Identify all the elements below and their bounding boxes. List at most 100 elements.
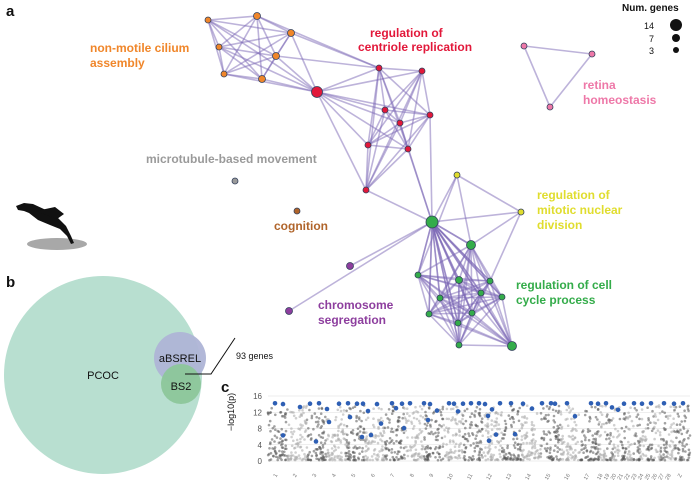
- manhattan-point: [374, 457, 378, 460]
- manhattan-point: [616, 451, 620, 455]
- manhattan-point: [387, 408, 391, 411]
- manhattan-point: [503, 433, 507, 436]
- manhattan-point: [533, 456, 536, 460]
- manhattan-point: [521, 415, 524, 419]
- manhattan-point: [302, 405, 306, 408]
- manhattan-point: [426, 446, 430, 450]
- manhattan-point: [568, 411, 571, 414]
- manhattan-point: [606, 458, 610, 462]
- manhattan-point: [441, 457, 445, 461]
- manhattan-point: [493, 420, 497, 424]
- manhattan-point: [451, 418, 454, 421]
- chromosome-label: 6: [370, 473, 377, 479]
- manhattan-point: [337, 429, 340, 433]
- manhattan-point: [443, 428, 446, 432]
- manhattan-point: [669, 425, 672, 429]
- manhattan-point: [314, 420, 318, 424]
- manhattan-point: [308, 450, 312, 454]
- manhattan-point: [559, 452, 563, 456]
- manhattan-point: [608, 442, 611, 445]
- cluster-labels: non-motile cilium assembly regulation of…: [90, 26, 657, 327]
- manhattan-point: [360, 419, 363, 423]
- manhattan-point: [646, 457, 650, 461]
- manhattan-point: [423, 447, 427, 451]
- manhattan-point: [333, 445, 337, 449]
- manhattan-point: [384, 455, 388, 459]
- network-node-cellcycle: [425, 215, 439, 229]
- manhattan-point: [669, 457, 673, 461]
- manhattan-point: [651, 409, 654, 413]
- manhattan-point: [654, 415, 658, 418]
- network-edge: [365, 189, 433, 223]
- manhattan-highlight-point: [529, 406, 535, 411]
- manhattan-point: [623, 430, 626, 433]
- manhattan-point: [359, 409, 362, 413]
- manhattan-point: [362, 428, 366, 431]
- manhattan-point: [280, 446, 284, 449]
- manhattan-points: [266, 404, 692, 462]
- network-edge: [417, 244, 472, 276]
- manhattan-point: [434, 456, 437, 459]
- network-node-cellcycle: [455, 276, 463, 284]
- manhattan-point: [583, 413, 587, 417]
- manhattan-point: [531, 451, 534, 455]
- manhattan-point: [380, 449, 384, 453]
- manhattan-point: [635, 458, 638, 462]
- manhattan-point: [512, 437, 515, 441]
- manhattan-point: [637, 458, 641, 462]
- network-edge: [417, 274, 430, 315]
- manhattan-point: [548, 457, 551, 460]
- manhattan-point: [414, 448, 418, 452]
- manhattan-point: [561, 458, 565, 461]
- network-edge: [365, 148, 409, 191]
- manhattan-highlight-point: [407, 401, 413, 406]
- manhattan-point: [654, 448, 658, 452]
- manhattan-highlight-point: [609, 405, 615, 410]
- manhattan-point: [347, 446, 351, 449]
- manhattan-point: [652, 458, 655, 462]
- manhattan-point: [501, 446, 504, 450]
- manhattan-point: [665, 443, 668, 446]
- manhattan-highlight-point: [272, 401, 278, 406]
- manhattan-point: [554, 444, 557, 448]
- manhattan-point: [314, 451, 318, 455]
- network-node-mitotic: [453, 171, 461, 179]
- manhattan-point: [439, 410, 443, 414]
- manhattan-point: [356, 427, 360, 431]
- manhattan-point: [638, 447, 641, 451]
- network-edge: [429, 114, 433, 223]
- manhattan-point: [400, 457, 404, 460]
- manhattan-point: [284, 458, 287, 462]
- manhattan-point: [357, 457, 361, 461]
- network-edge: [439, 292, 482, 299]
- manhattan-point: [520, 426, 524, 430]
- manhattan-point: [425, 424, 429, 427]
- manhattan-point: [364, 454, 367, 458]
- manhattan-point: [284, 412, 287, 416]
- network-edge: [261, 55, 277, 80]
- manhattan-point: [525, 441, 529, 445]
- manhattan-point: [646, 423, 650, 426]
- manhattan-point: [266, 453, 270, 457]
- network-node-retina: [546, 103, 554, 111]
- manhattan-point: [373, 440, 377, 444]
- manhattan-point: [319, 450, 323, 454]
- manhattan-point: [545, 405, 549, 408]
- manhattan-point: [470, 421, 473, 424]
- manhattan-point: [403, 445, 407, 449]
- chromosome-label: 25: [644, 473, 652, 481]
- manhattan-point: [301, 424, 304, 427]
- manhattan-point: [275, 436, 279, 439]
- manhattan-point: [661, 410, 664, 413]
- manhattan-point: [673, 408, 676, 412]
- chromosome-label: 5: [351, 473, 358, 479]
- manhattan-point: [303, 452, 306, 456]
- manhattan-point: [499, 413, 503, 417]
- manhattan-point: [345, 409, 348, 413]
- manhattan-point: [321, 443, 325, 447]
- manhattan-point: [659, 458, 663, 462]
- manhattan-point: [498, 452, 502, 456]
- manhattan-point: [565, 408, 569, 412]
- network-edge: [407, 114, 431, 150]
- manhattan-point: [365, 431, 368, 434]
